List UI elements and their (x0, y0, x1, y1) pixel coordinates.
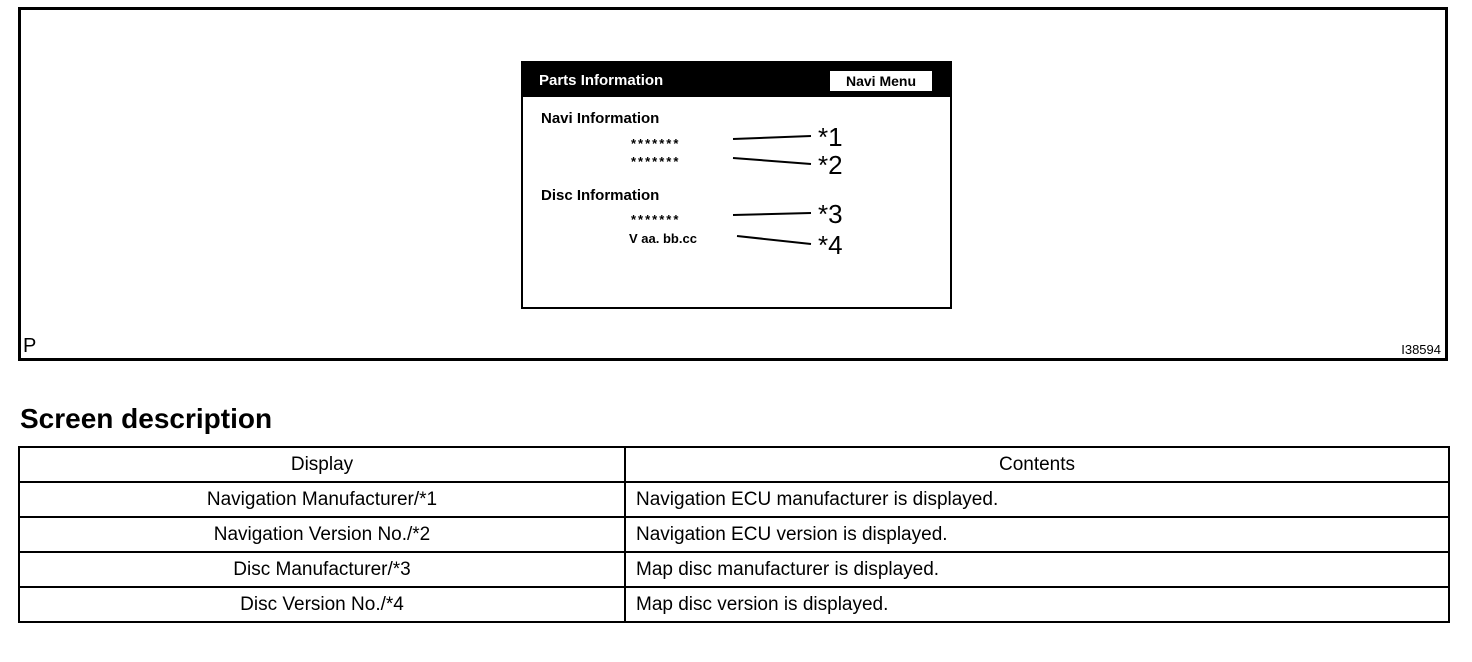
disc-information-label: Disc Information (541, 187, 660, 204)
leader-line-1 (732, 135, 812, 140)
navi-information-label: Navi Information (541, 110, 660, 127)
screen-description-table: Display Contents Navigation Manufacturer… (18, 446, 1450, 623)
contents-cell: Map disc manufacturer is displayed. (624, 551, 1450, 588)
corner-label: P (23, 335, 37, 357)
contents-cell: Navigation ECU manufacturer is displayed… (624, 481, 1450, 518)
navi-version-value: ******* (631, 154, 681, 169)
leader-line-4 (736, 235, 812, 245)
navi-manufacturer-value: ******* (631, 136, 681, 151)
column-header-contents: Contents (624, 446, 1450, 483)
display-cell: Disc Manufacturer/*3 (18, 551, 626, 588)
column-header-display: Display (18, 446, 626, 483)
figure-frame: Parts Information Navi Menu Navi Informa… (18, 7, 1448, 361)
disc-version-value: V aa. bb.cc (629, 231, 697, 246)
leader-line-2 (732, 157, 812, 165)
display-cell: Disc Version No./*4 (18, 586, 626, 623)
table-header-row: Display Contents (18, 446, 1450, 483)
display-cell: Navigation Version No./*2 (18, 516, 626, 553)
table-row: Navigation Manufacturer/*1 Navigation EC… (18, 481, 1450, 518)
callout-1: *1 (818, 122, 843, 152)
contents-cell: Map disc version is displayed. (624, 586, 1450, 623)
table-row: Navigation Version No./*2 Navigation ECU… (18, 516, 1450, 553)
figure-id: I38594 (1401, 342, 1441, 357)
display-cell: Navigation Manufacturer/*1 (18, 481, 626, 518)
disc-manufacturer-value: ******* (631, 212, 681, 227)
callout-2: *2 (818, 150, 843, 180)
leader-line-3 (732, 212, 812, 216)
callout-leader-lines (732, 135, 812, 245)
table-row: Disc Manufacturer/*3 Map disc manufactur… (18, 551, 1450, 588)
callout-4: *4 (818, 230, 843, 260)
contents-cell: Navigation ECU version is displayed. (624, 516, 1450, 553)
screen-description-heading: Screen description (20, 403, 273, 434)
navi-menu-button[interactable]: Navi Menu (829, 70, 933, 92)
screen-header: Parts Information Navi Menu (523, 63, 950, 97)
callout-3: *3 (818, 199, 843, 229)
screen-title: Parts Information (539, 72, 664, 89)
parts-information-screen: Parts Information Navi Menu Navi Informa… (521, 61, 952, 309)
table-row: Disc Version No./*4 Map disc version is … (18, 586, 1450, 623)
